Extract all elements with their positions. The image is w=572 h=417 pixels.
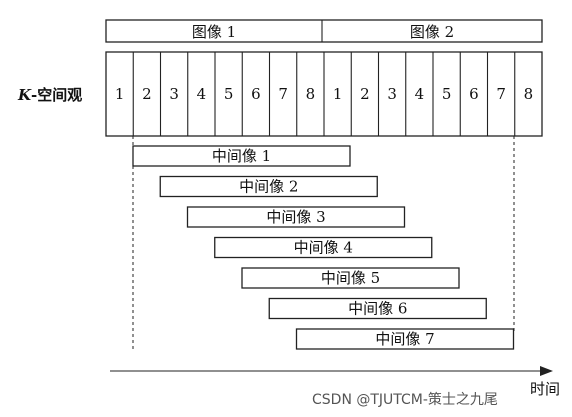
- intermediate-image-bar: 中间像 1: [132, 145, 351, 167]
- kspace-cell-number: 7: [278, 85, 288, 103]
- intermediate-image-label: 中间像 5: [321, 269, 380, 287]
- intermediate-image-label: 中间像 7: [375, 330, 434, 348]
- kspace-cell-number: 3: [387, 85, 397, 103]
- image-2-label: 图像 2: [410, 23, 454, 41]
- intermediate-image-frame: [214, 236, 433, 259]
- kspace-cell-number: 8: [524, 85, 534, 103]
- intermediate-images: 中间像 1 中间像 2 中间像 3 中间像 4 中间像 5 中间像 6 中间像 7: [132, 145, 515, 350]
- intermediate-image-frame: [186, 206, 406, 228]
- kspace-cell-number: 2: [142, 85, 152, 103]
- intermediate-image-bar: 中间像 6: [268, 297, 487, 320]
- intermediate-image-label: 中间像 1: [212, 147, 271, 165]
- image-header-row: 图像 1 图像 2: [105, 19, 543, 43]
- intermediate-image-bar: 中间像 7: [295, 328, 515, 350]
- intermediate-image-label: 中间像 3: [266, 208, 325, 226]
- kspace-cell-number: 3: [169, 85, 179, 103]
- intermediate-image-frame: [159, 175, 378, 198]
- intermediate-image-label: 中间像 2: [239, 178, 298, 196]
- kspace-label-italic: K: [17, 86, 32, 104]
- watermark: CSDN @TJUTCM-策士之九尾: [312, 391, 498, 408]
- time-axis-label: 时间: [530, 380, 560, 398]
- kspace-cell-number: 2: [360, 85, 370, 103]
- image-1-label: 图像 1: [192, 23, 236, 41]
- intermediate-image-bar: 中间像 4: [214, 236, 433, 259]
- kspace-cell-number: 8: [306, 85, 316, 103]
- time-axis: 时间: [110, 366, 560, 398]
- kspace-cell-number: 4: [197, 85, 207, 103]
- intermediate-image-frame: [241, 267, 460, 289]
- kspace-label: K-空间观: [17, 86, 82, 104]
- kspace-cell-number: 6: [251, 85, 261, 103]
- image-header-frame: [105, 19, 543, 43]
- kspace-cell-number: 6: [469, 85, 479, 103]
- kspace-cell-number: 7: [496, 85, 506, 103]
- kspace-cell-number: 5: [442, 85, 452, 103]
- kspace-cell-number: 1: [333, 85, 343, 103]
- intermediate-image-frame: [295, 328, 515, 350]
- kspace-cell-number: 4: [415, 85, 425, 103]
- intermediate-image-bar: 中间像 3: [186, 206, 406, 228]
- intermediate-image-label: 中间像 6: [348, 300, 407, 318]
- intermediate-image-frame: [268, 297, 487, 320]
- intermediate-image-frame: [132, 145, 351, 167]
- intermediate-image-bar: 中间像 2: [159, 175, 378, 198]
- intermediate-image-bar: 中间像 5: [241, 267, 460, 289]
- intermediate-image-label: 中间像 4: [294, 239, 353, 257]
- kspace-cell-number: 1: [115, 85, 125, 103]
- kspace-cell-number: 5: [224, 85, 234, 103]
- time-axis-arrowhead: [540, 366, 553, 376]
- kspace-label-rest: -空间观: [31, 86, 82, 104]
